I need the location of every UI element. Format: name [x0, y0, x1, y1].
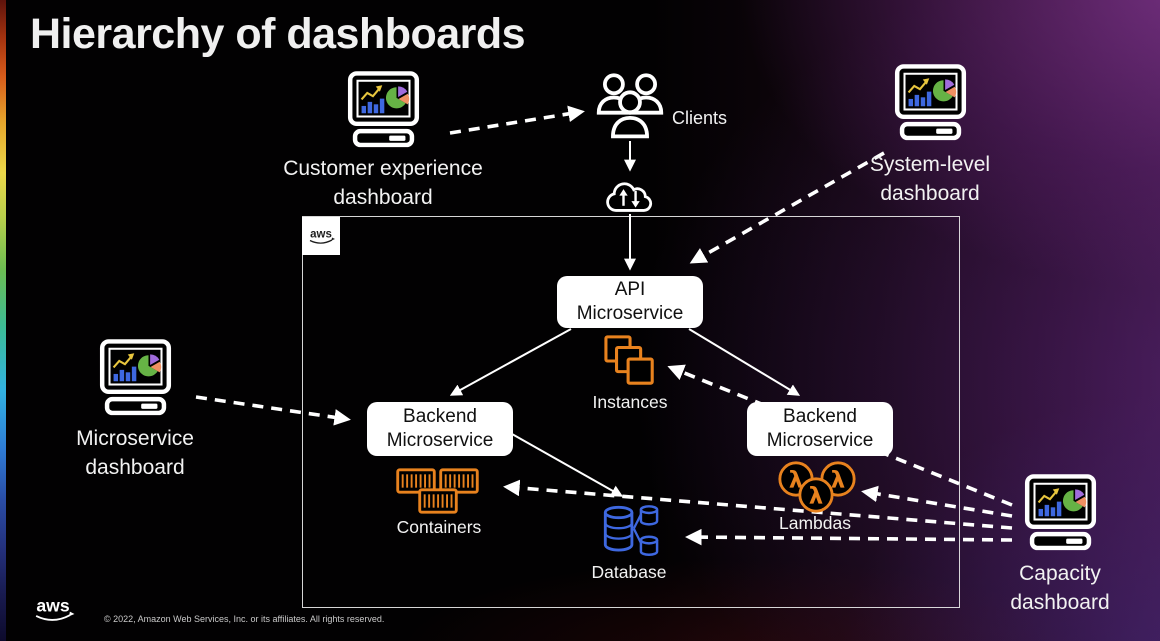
microservice-dashboard-icon [93, 339, 178, 417]
database-icon [598, 503, 662, 560]
containers-label: Containers [396, 517, 482, 537]
backend-microservice-right-node: Backend Microservice [747, 402, 893, 456]
aws-logo-icon: aws [309, 229, 335, 244]
lambdas-label: Lambdas [779, 513, 851, 533]
backend-microservice-left-node: Backend Microservice [367, 402, 513, 456]
system-level-dashboard-label: System-level dashboard [869, 153, 991, 205]
customer-experience-dashboard-label: Customer experience dashboard [283, 157, 483, 209]
arrow-capacity-to-lambdas [861, 485, 1013, 518]
api-microservice-node: API Microservice [557, 276, 703, 328]
arrow-microservice-dashboard-to-backend-left [195, 395, 351, 426]
aws-logo-icon: aws [35, 595, 75, 621]
svg-text:aws: aws [310, 229, 332, 241]
rainbow-edge-strip [0, 0, 6, 641]
internet-cloud-icon [604, 177, 656, 216]
arrow-capacity-to-containers [503, 479, 1013, 530]
capacity-dashboard-icon [1018, 474, 1103, 552]
aws-badge: aws [302, 217, 340, 255]
svg-text:aws: aws [36, 595, 70, 615]
footer-aws-logo: aws [30, 592, 76, 626]
clients-label: Clients [672, 108, 728, 128]
system-level-dashboard-icon [888, 64, 973, 142]
instances-label: Instances [592, 392, 668, 412]
database-label: Database [591, 562, 667, 582]
clients-icon [594, 70, 666, 144]
arrow-customer-dashboard-to-clients [449, 105, 585, 135]
slide-title: Hierarchy of dashboards [30, 10, 526, 58]
arrow-api-to-backend-right [688, 328, 801, 396]
capacity-dashboard-label: Capacity dashboard [1010, 562, 1110, 614]
containers-icon [396, 468, 479, 514]
lambdas-icon [778, 461, 856, 513]
microservice-dashboard-label: Microservice dashboard [76, 427, 194, 479]
arrow-capacity-to-instances [667, 364, 1013, 507]
arrow-api-to-backend-left [449, 328, 572, 396]
customer-experience-dashboard-icon [341, 71, 426, 149]
arrow-backend-left-to-database [511, 433, 624, 497]
instances-icon [603, 334, 659, 388]
arrow-capacity-to-database [685, 528, 1013, 546]
footer-copyright: © 2022, Amazon Web Services, Inc. or its… [104, 614, 385, 624]
